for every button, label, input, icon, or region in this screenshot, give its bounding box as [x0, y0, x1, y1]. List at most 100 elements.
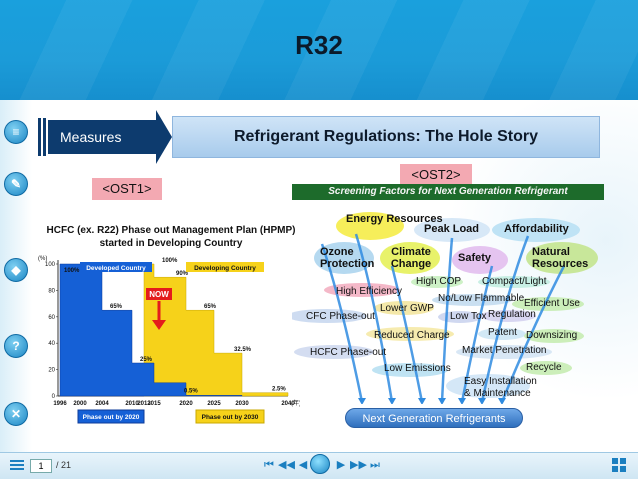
blob-affordability [492, 218, 580, 242]
phase-out-developing-box [195, 409, 265, 424]
screening-diagram [292, 212, 598, 404]
tag-icon[interactable]: ✎ [4, 172, 28, 196]
now-badge [146, 288, 172, 300]
left-navigation: ≡ ✎ ◆ ? ✕ [0, 100, 32, 452]
item-low-emissions: Low Emissions [384, 363, 451, 374]
first-page-icon[interactable]: ⏮ [264, 459, 274, 471]
item-pill [324, 283, 400, 297]
y-tick-label: 80 [48, 288, 55, 294]
hpmp-chart-title: HCFC (ex. R22) Phase out Management Plan… [46, 224, 296, 250]
item-lower-gwp: Lower GWP [380, 303, 434, 314]
developed-value-label: 100% [64, 268, 80, 274]
item-patent: Patent [488, 327, 517, 338]
item-pill [292, 309, 367, 323]
flow-arrow [500, 265, 566, 403]
hpmp-title-line1: HCFC (ex. R22) Phase out Management Plan… [46, 225, 296, 236]
flow-arrow [480, 235, 530, 403]
developed-value-label: 65% [110, 304, 123, 310]
arrow-icon [156, 110, 172, 164]
item-downsizing: Downsizing [526, 330, 578, 341]
x-unit-label: (年) [291, 399, 300, 407]
x-tick-label: 2004 [95, 401, 109, 407]
flow-arrow-head [418, 398, 426, 404]
next-generation-refrigerants-target: Next Generation Refrigerants [345, 408, 523, 428]
page-total: / 21 [56, 460, 72, 470]
developing-value-label: 32.5% [234, 347, 252, 353]
y-tick-label: 40 [48, 341, 55, 347]
home-icon[interactable]: ≡ [4, 120, 28, 144]
measures-bar-decoration [38, 118, 46, 156]
x-tick-label: 2013 [137, 401, 151, 407]
screening-title: Screening Factors for Next Generation Re… [292, 184, 604, 200]
developing-value-label: 65% [204, 304, 217, 310]
item-low-tox: Low Tox [450, 311, 487, 322]
play-icon[interactable] [310, 454, 330, 474]
x-tick-label: 2020 [179, 401, 193, 407]
item-pill [432, 294, 512, 306]
y-unit-label: (%) [38, 256, 47, 262]
factor-peak-load: Peak Load [424, 223, 480, 235]
item-pill [438, 311, 482, 323]
flow-arrow-head [388, 398, 396, 404]
flow-arrow-head [458, 398, 466, 404]
previous-icon[interactable]: ◀ [298, 459, 308, 471]
y-tick-label: 0 [52, 394, 56, 400]
x-tick-label: 2040 [281, 401, 295, 407]
fast-forward-icon[interactable]: ▶▶ [350, 459, 367, 471]
rewind-icon[interactable]: ◀◀ [278, 459, 295, 471]
factor-energy-resources: Energy Resources [346, 213, 443, 225]
item-easy-installation: Easy Installation & Maintenance [464, 376, 537, 399]
flow-arrow [390, 265, 424, 403]
flow-arrow [354, 233, 394, 403]
legend-developed-label: Developed Country [86, 265, 146, 272]
flow-arrow [320, 243, 364, 403]
flow-arrow [440, 237, 454, 403]
factor-natural-resources: Natural Resources [532, 246, 589, 270]
flow-arrow-head [438, 398, 446, 404]
phase-out-developing-label: Phase out by 2030 [202, 414, 259, 421]
factor-safety: Safety [458, 252, 492, 264]
item-efficient-use: Efficient Use [524, 298, 580, 309]
item-reduced-charge: Reduced Charge [374, 330, 450, 341]
developing-value-label: 90% [176, 271, 189, 277]
developed-value-label: 0.5% [184, 389, 198, 395]
y-tick-label: 20 [48, 368, 55, 374]
x-tick-label: 2025 [207, 401, 221, 407]
legend-developing-label: Developing Country [194, 265, 256, 272]
factor-affordability: Affordability [504, 223, 569, 235]
menu-icon[interactable] [10, 459, 24, 471]
page-number-input[interactable]: 1 [30, 459, 52, 473]
last-page-icon[interactable]: ⏭ [370, 459, 380, 471]
flow-arrow [460, 265, 494, 403]
item-pill [478, 276, 550, 288]
item-pill [520, 361, 572, 375]
bulb-icon[interactable]: ◆ [4, 258, 28, 282]
item-high-efficiency: High Efficiency [336, 286, 402, 297]
flow-arrow-head [358, 398, 366, 404]
ost1-label: <OST1> [92, 178, 162, 200]
item-pill [480, 310, 536, 322]
developing-value-label: 2.5% [272, 387, 286, 393]
grid-view-icon[interactable] [612, 458, 626, 472]
blob-natural-resources [526, 242, 598, 274]
x-tick-label: 2030 [235, 401, 249, 407]
factor-climate-change: Climate Change [390, 246, 432, 270]
developing-value-label: 100% [162, 258, 178, 264]
now-label: NOW [149, 290, 169, 299]
phase-out-developed-label: Phase out by 2020 [83, 414, 140, 421]
phase-out-developed-box [77, 409, 145, 424]
item-pill [456, 345, 552, 359]
item-pill [524, 329, 584, 343]
title-bar [0, 0, 638, 100]
developing-country-area [143, 263, 289, 397]
close-icon[interactable]: ✕ [4, 402, 28, 426]
item-pill [512, 297, 584, 311]
item-pill [374, 301, 434, 315]
help-icon[interactable]: ? [4, 334, 28, 358]
y-tick-label: 100 [45, 262, 56, 268]
hpmp-title-line2: started in Developing Country [99, 238, 243, 249]
item-hcfc-phase-out: HCFC Phase-out [310, 347, 387, 358]
item-no-low-flammable: No/Low Flammable [438, 293, 525, 304]
next-icon[interactable]: ▶ [336, 459, 346, 471]
